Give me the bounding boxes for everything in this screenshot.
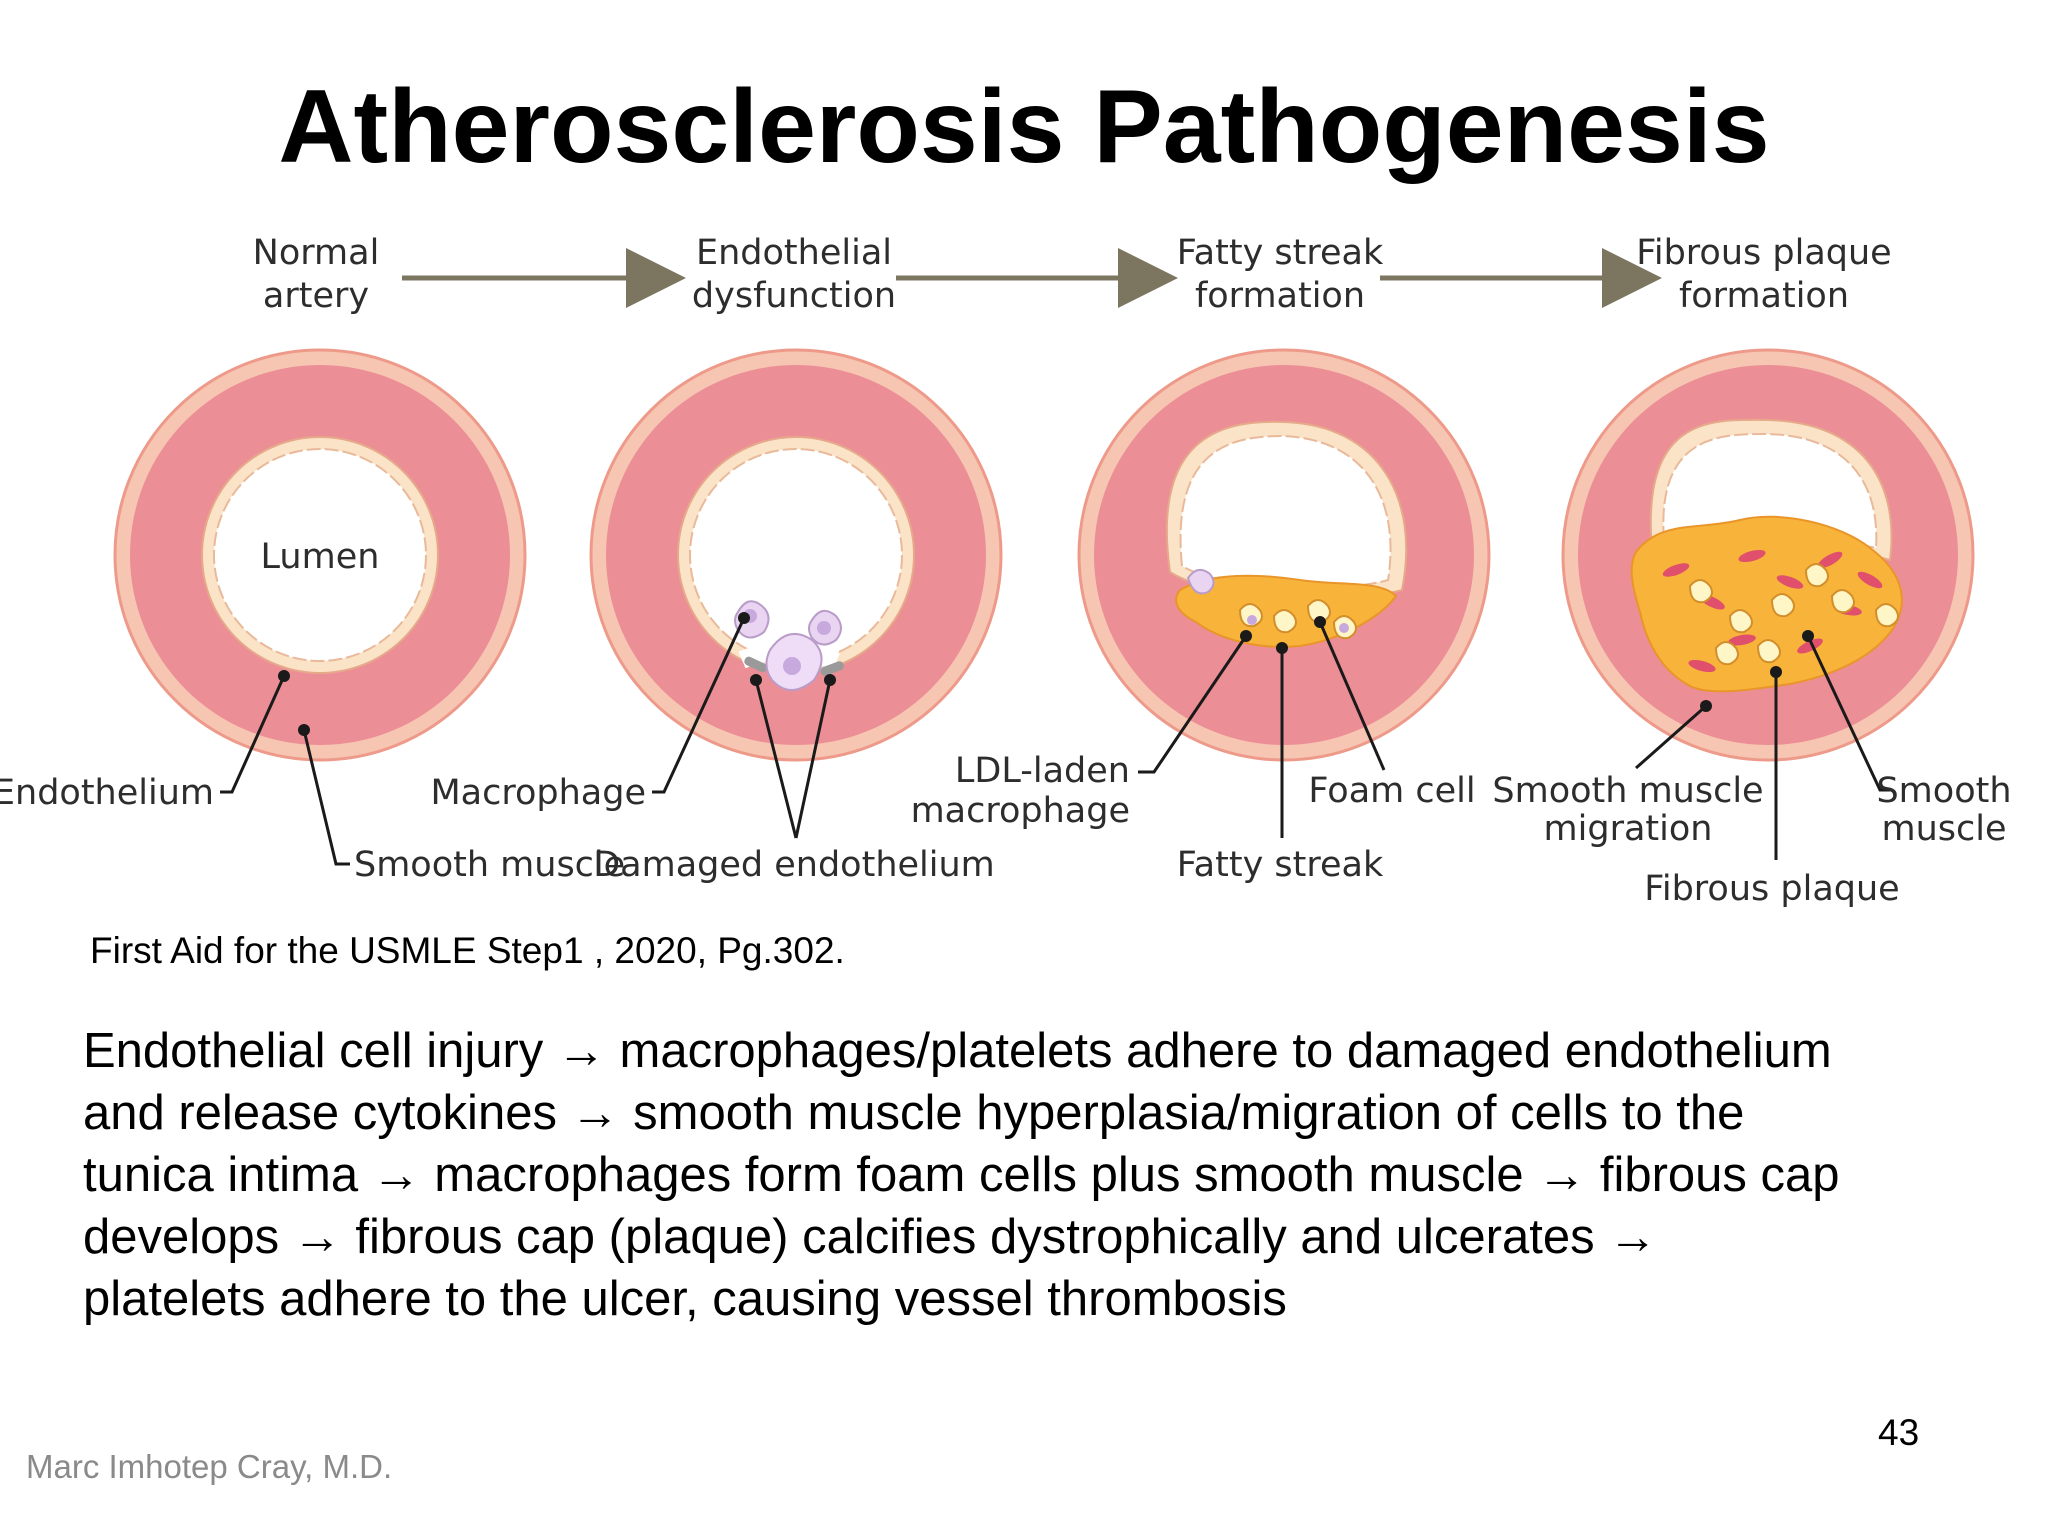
lumen-label: Lumen — [261, 537, 380, 577]
body-text: Endothelial cell injury → macrophages/pl… — [83, 1020, 1983, 1330]
body-line-3: tunica intima → macrophages form foam ce… — [83, 1148, 1840, 1202]
vessel-normal: Lumen — [113, 348, 527, 762]
label-ldl-laden: LDL-laden — [955, 751, 1130, 791]
stage-2-line1: Endothelial — [696, 233, 892, 273]
label-ldl-macrophage: macrophage — [911, 791, 1130, 831]
label-smooth-line1: Smooth — [1876, 771, 2011, 811]
stage-heading-normal-artery: Normal artery — [253, 233, 380, 316]
label-damaged-endothelium: Damaged endothelium — [593, 845, 995, 885]
citation: First Aid for the USMLE Step1 , 2020, Pg… — [90, 930, 845, 971]
vessel-fatty-streak — [1077, 348, 1491, 762]
label-smooth-muscle: Smooth muscle — [354, 845, 625, 885]
stage-1-line1: Normal — [253, 233, 380, 273]
stage-heading-fibrous-plaque: Fibrous plaque formation — [1636, 233, 1891, 316]
stage-4-line1: Fibrous plaque — [1636, 233, 1891, 273]
stage-4-line2: formation — [1679, 276, 1849, 316]
stage-1-line2: artery — [263, 276, 369, 316]
author-footer: Marc Imhotep Cray, M.D. — [26, 1448, 393, 1485]
stage-3-line1: Fatty streak — [1177, 233, 1384, 273]
fatty-streak-lesion — [1175, 568, 1398, 648]
stage-heading-fatty-streak: Fatty streak formation — [1177, 233, 1384, 316]
fibrous-plaque-lesion — [1630, 515, 1903, 693]
body-line-4: develops → fibrous cap (plaque) calcifie… — [83, 1210, 1658, 1264]
label-fibrous-plaque: Fibrous plaque — [1644, 869, 1899, 909]
body-line-5: platelets adhere to the ulcer, causing v… — [83, 1272, 1287, 1326]
label-macrophage: Macrophage — [430, 773, 646, 813]
label-smooth-line2: muscle — [1881, 809, 2006, 849]
leader-dots — [278, 612, 1814, 736]
macrophage-cells — [734, 600, 842, 691]
leader-lines — [220, 617, 1890, 866]
stage-2-line2: dysfunction — [692, 276, 896, 316]
vessel-fibrous-plaque — [1561, 348, 1975, 762]
body-line-2: and release cytokines → smooth muscle hy… — [83, 1086, 1745, 1140]
label-sm-migration-line2: migration — [1544, 809, 1713, 849]
vessel-endothelial-dysfunction — [589, 348, 1003, 762]
page-number: 43 — [1878, 1412, 1920, 1453]
label-sm-migration-line1: Smooth muscle — [1492, 771, 1763, 811]
label-endothelium: Endothelium — [0, 773, 214, 813]
stage-3-line2: formation — [1195, 276, 1365, 316]
slide-title: Atherosclerosis Pathogenesis — [278, 69, 1770, 185]
stage-heading-endothelial-dysfunction: Endothelial dysfunction — [692, 233, 896, 316]
label-fatty-streak: Fatty streak — [1177, 845, 1384, 885]
body-line-1: Endothelial cell injury → macrophages/pl… — [83, 1024, 1832, 1078]
label-foam-cell: Foam cell — [1308, 771, 1475, 811]
